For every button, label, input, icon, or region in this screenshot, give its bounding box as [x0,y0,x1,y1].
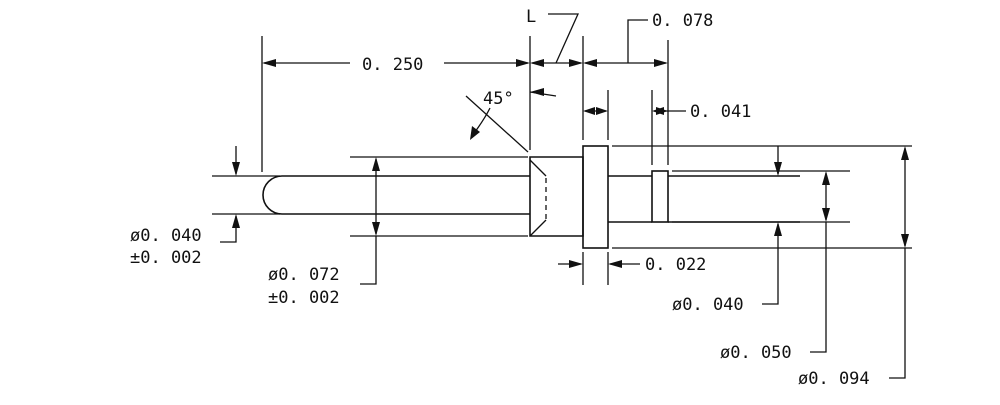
tail-shaft-end [668,175,800,223]
dim-flange-diameter: ø0. 094 [798,146,909,389]
tip-shaft [262,175,530,215]
undercut-symbol: L [526,7,536,27]
collar-width-label: 0. 041 [690,102,751,122]
dim-flange-to-collar: 0. 078 [583,11,713,67]
collar-diameter-label: ø0. 050 [720,343,792,363]
dim-collar-diameter: ø0. 050 [720,171,830,363]
tail-shaft [608,175,652,223]
tip-tolerance-label: ±0. 002 [130,248,202,268]
dim-body-diameter: ø0. 072 ±0. 002 [268,157,380,308]
extension-lines [212,36,912,285]
dim-collar-width: 0. 041 [583,102,751,122]
tip-diameter-label: ø0. 040 [130,226,202,246]
flange [582,145,609,249]
collar [651,170,669,223]
dim-flange-width: 0. 022 [558,255,706,275]
chamfer-angle-label: 45° [483,89,514,109]
chamfer-line-top [529,159,547,177]
body-diameter-label: ø0. 072 [268,265,340,285]
chamfer-line-bottom [529,219,547,237]
pin-outline [262,145,800,249]
flange-diameter-label: ø0. 094 [798,369,870,389]
flange-to-collar-label: 0. 078 [652,11,713,31]
dim-undercut: L [526,7,583,67]
body-tolerance-label: ±0. 002 [268,288,340,308]
overall-length-label: 0. 250 [362,55,423,75]
dim-overall-length: 0. 250 [262,55,530,75]
dim-tip-diameter: ø0. 040 ±0. 002 [130,146,240,268]
flange-width-label: 0. 022 [645,255,706,275]
tail-diameter-label: ø0. 040 [672,295,744,315]
dim-tail-diameter: ø0. 040 [672,146,782,315]
dim-chamfer-angle: 45° [465,88,557,153]
